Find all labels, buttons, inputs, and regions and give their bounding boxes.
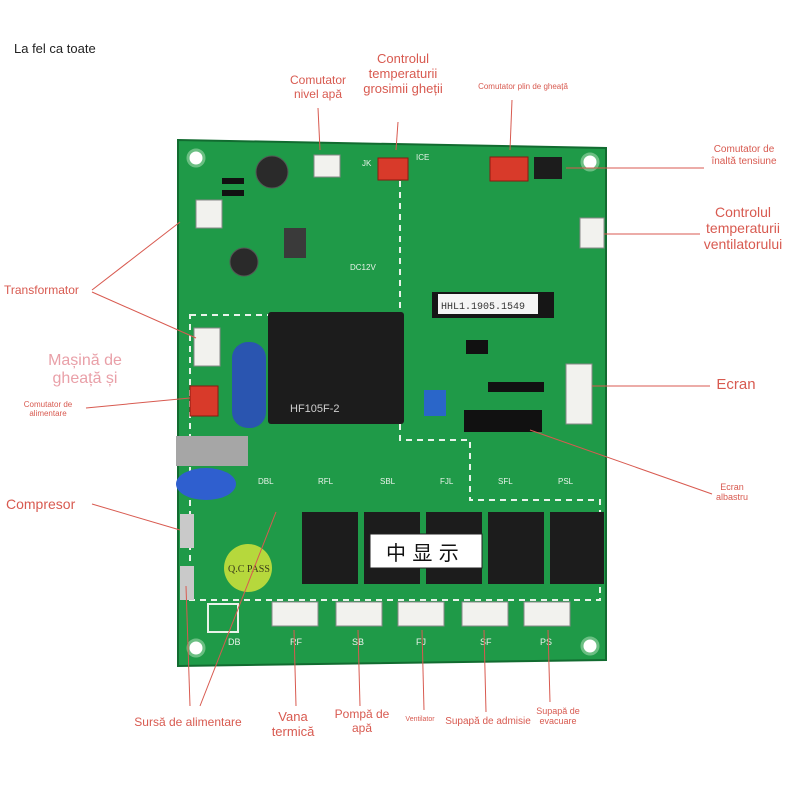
trim-pot: [424, 390, 446, 416]
mount-hole: [580, 636, 600, 656]
ic-chip: [466, 340, 488, 354]
relay-fjl: [488, 512, 544, 584]
silk-db: DB: [228, 637, 241, 647]
connector-white: [195, 199, 223, 229]
label-comutator-tensiune: Comutator de înaltă tensiune: [711, 144, 777, 167]
regulator: [284, 228, 306, 258]
diode: [222, 190, 244, 196]
connector-white: [579, 217, 605, 249]
connector-red: [489, 156, 529, 182]
mcu-label-bg: [438, 294, 538, 314]
silk-psl: PSL: [558, 477, 574, 486]
main-relay: [268, 312, 404, 424]
silk-fjl: FJL: [440, 477, 454, 486]
ic-chip: [488, 382, 544, 392]
capacitor: [255, 155, 289, 189]
label-sursa: Sursă de alimentare: [134, 715, 242, 729]
silk-rfl: RFL: [318, 477, 334, 486]
diode: [222, 178, 244, 184]
silk-sfl: SFL: [498, 477, 513, 486]
label-ecran: Ecran: [716, 376, 756, 393]
connector-sb: [335, 601, 383, 627]
y-capacitor: [176, 468, 236, 500]
display-tag: [369, 533, 483, 569]
silk-dc12v: DC12V: [350, 263, 376, 272]
label-transformator: Transformator: [4, 283, 79, 297]
connector-white: [193, 327, 221, 367]
silk-fj: FJ: [416, 637, 426, 647]
silk-rf: RF: [290, 637, 302, 647]
silk-ice: ICE: [416, 153, 429, 162]
qc-pass-sticker: [224, 544, 272, 592]
silk-jk: JK: [362, 159, 372, 168]
capacitor: [229, 247, 259, 277]
connector-ps: [523, 601, 571, 627]
label-supapa-evacuare: Supapă de evacuare: [536, 706, 580, 727]
silk-ps: PS: [540, 637, 552, 647]
silk-sf: SF: [480, 637, 492, 647]
dashed-zone: [189, 314, 601, 601]
relay-sfl: [550, 512, 604, 584]
connector-red: [189, 385, 219, 417]
label-ventilator: Ventilator: [405, 716, 435, 723]
connector-fj: [397, 601, 445, 627]
display-tag-text: 中 显 示: [386, 541, 459, 565]
terminal-db: [207, 603, 239, 633]
terminal: [180, 566, 194, 600]
connector-white: [313, 154, 341, 178]
mount-hole: [186, 148, 206, 168]
ic-chip: [464, 410, 542, 432]
qc-pass-text: Q.C PASS: [228, 564, 270, 575]
label-comutator-alimentare: Comutator de alimentare: [23, 400, 73, 419]
label-control-grosime: Controlul temperaturii grosimii gheții: [363, 51, 443, 96]
label-ecran-albastru: Ecran albastru: [715, 482, 749, 503]
silk-dbl: DBL: [258, 477, 274, 486]
mount-hole: [580, 152, 600, 172]
label-masina: Mașină de gheață și: [48, 352, 122, 388]
relay-dbl: [302, 512, 358, 584]
connector-red: [377, 157, 409, 181]
label-comutator-plin: Comutator plin de gheață: [478, 82, 568, 91]
label-supapa-admisie: Supapă de admisie: [445, 716, 531, 727]
label-pompa: Pompă de apă: [334, 707, 390, 735]
silk-sbl: SBL: [380, 477, 396, 486]
header-note: La fel ca toate: [14, 41, 96, 56]
label-comutator-nivel: Comutator nivel apă: [289, 73, 347, 101]
connector-sf: [461, 601, 509, 627]
label-control-ventilator: Controlul temperaturii ventilatorului: [703, 204, 783, 253]
fuse-block: [176, 436, 248, 466]
label-vana: Vana termică: [271, 709, 315, 739]
connector-rf: [271, 601, 319, 627]
x-capacitor: [232, 342, 266, 428]
mcu-label: HHL1.1905.1549: [441, 302, 525, 313]
connector-white: [565, 363, 593, 425]
watermark: 商至: [712, 738, 740, 754]
main-relay-label: HF105F-2: [290, 403, 340, 415]
label-compresor: Compresor: [6, 496, 76, 512]
terminal: [180, 514, 194, 548]
connector-black: [534, 157, 562, 179]
